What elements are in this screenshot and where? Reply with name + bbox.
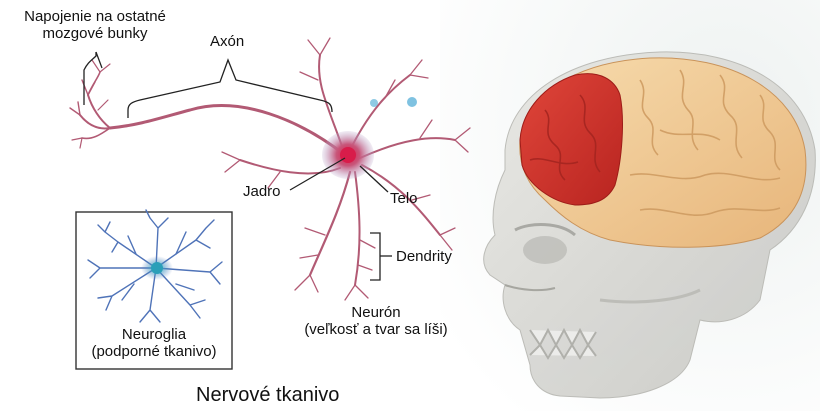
caption-title: Nervové tkanivo [196,384,339,406]
nucleus-label: Jadro [243,183,281,200]
dendrites-label: Dendrity [396,248,452,265]
neuron-label: Neurón (veľkosť a tvar sa líši) [286,304,466,338]
body-label: Telo [390,190,418,207]
neuron-label-line1: Neurón [286,304,466,321]
neuroglia-label: Neuroglia (podporné tkanivo) [76,326,232,360]
neuroglia-label-line2: (podporné tkanivo) [76,343,232,360]
connection-label-line1: Napojenie na ostatné [4,8,186,25]
connection-label: Napojenie na ostatné mozgové bunky [4,8,186,42]
nucleus [340,147,356,163]
axon-label: Axón [210,33,244,50]
neuroglia-label-line1: Neuroglia [76,326,232,343]
connection-label-line2: mozgové bunky [4,25,186,42]
neuron-label-line2: (veľkosť a tvar sa líši) [286,321,466,338]
